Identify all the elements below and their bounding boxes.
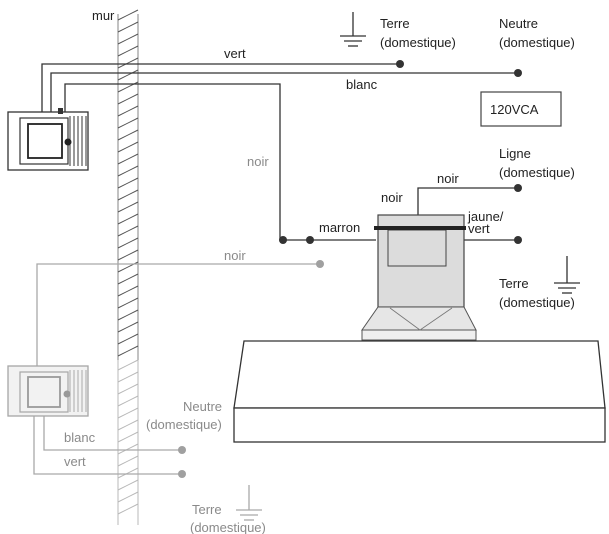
label-jaune-vert-2: vert	[468, 221, 490, 236]
terminal-neutral-top	[514, 69, 522, 77]
wall-hatch-line	[117, 21, 139, 33]
wall-hatch-line	[117, 237, 139, 249]
label-terre-bottom-1: Terre	[192, 502, 222, 517]
top-wiring	[41, 60, 522, 265]
wall-hatch-line	[117, 93, 139, 105]
label-vert-top: vert	[224, 46, 246, 61]
terminal-ground-right	[514, 236, 522, 244]
wall-hatch-line	[117, 503, 139, 515]
label-terre-top-2: (domestique)	[380, 35, 456, 50]
label-vert-bottom: vert	[64, 454, 86, 469]
wall-hatch-line	[117, 285, 139, 297]
label-ligne-1: Ligne	[499, 146, 531, 161]
wall-hatch-line	[117, 201, 139, 213]
wall-hatching-dark	[117, 9, 139, 357]
range-hood	[233, 340, 606, 443]
terminal-noir-junction	[279, 236, 287, 244]
label-terre-right-1: Terre	[499, 276, 529, 291]
motor-housing	[361, 214, 477, 341]
ground-symbol-bottom	[236, 485, 262, 521]
wall-hatch-line	[117, 309, 139, 321]
wall-hatch-line	[117, 321, 139, 333]
label-terre-top-1: Terre	[380, 16, 410, 31]
voltage-label: 120VCA	[490, 102, 539, 117]
label-ligne-2: (domestique)	[499, 165, 575, 180]
voltage-box	[480, 91, 562, 127]
label-noir-motor: noir	[381, 190, 403, 205]
wall-hatch-line	[117, 431, 139, 443]
label-neutre-top-1: Neutre	[499, 16, 538, 31]
wall-hatch-line	[117, 117, 139, 129]
control-fins-bottom	[69, 370, 87, 412]
ground-symbol-right	[554, 256, 580, 294]
wall-hatch-line	[117, 45, 139, 57]
wall-hatch-line	[117, 189, 139, 201]
wall-hatch-line	[117, 395, 139, 407]
wall-hatch-line	[117, 57, 139, 69]
wall-hatch-line	[117, 273, 139, 285]
label-terre-right-2: (domestique)	[499, 295, 575, 310]
label-terre-bottom-2: (domestique)	[190, 520, 266, 534]
wall-hatch-line	[117, 213, 139, 225]
label-jaune-vert-1: jaune/	[467, 209, 504, 224]
wall-hatch-line	[117, 249, 139, 261]
wall-hatch-line	[117, 105, 139, 117]
label-neutre-bottom-2: (domestique)	[146, 417, 222, 432]
label-noir-mid: noir	[224, 248, 246, 263]
wall-hatch-line	[117, 467, 139, 479]
terminal-neutral-bottom	[178, 446, 186, 454]
wall-hatch-line	[117, 491, 139, 503]
wall-hatch-line	[117, 177, 139, 189]
wall-hatch-line	[117, 153, 139, 165]
wall-hatch-line	[117, 297, 139, 309]
label-noir-upper: noir	[437, 171, 459, 186]
terminal-noir-bottom	[316, 260, 324, 268]
wall-hatch-line	[117, 165, 139, 177]
label-noir-left: noir	[247, 154, 269, 169]
wall-lower	[117, 359, 139, 525]
wall-hatching-light	[117, 359, 139, 515]
wall-hatch-line	[117, 359, 139, 371]
wall-hatch-line	[117, 371, 139, 383]
label-blanc-bottom: blanc	[64, 430, 96, 445]
wall-hatch-line	[117, 333, 139, 345]
wall-hatch-line	[117, 33, 139, 45]
wall-control-bottom	[7, 365, 89, 417]
label-blanc-top: blanc	[346, 77, 378, 92]
wall-hatch-line	[117, 443, 139, 455]
wall-hatch-line	[117, 69, 139, 81]
ground-symbol-top	[340, 12, 366, 47]
wall-hatch-line	[117, 419, 139, 431]
terminal-ground-top	[396, 60, 404, 68]
wall-hatch-line	[117, 225, 139, 237]
wall-upper	[117, 9, 139, 360]
wall-hatch-line	[117, 407, 139, 419]
label-neutre-bottom-1: Neutre	[183, 399, 222, 414]
wall-hatch-line	[117, 383, 139, 395]
wall-hatch-line	[117, 9, 139, 21]
wall-control-top	[7, 108, 89, 171]
terminal-ground-bottom	[178, 470, 186, 478]
terminal-line	[514, 184, 522, 192]
label-marron: marron	[319, 220, 360, 235]
wall-hatch-line	[117, 141, 139, 153]
wall-label: mur	[92, 8, 115, 23]
wall-hatch-line	[117, 479, 139, 491]
bottom-wiring	[33, 260, 324, 478]
wall-hatch-line	[117, 455, 139, 467]
wall-hatch-line	[117, 129, 139, 141]
label-neutre-top-2: (domestique)	[499, 35, 575, 50]
wall-hatch-line	[117, 345, 139, 357]
